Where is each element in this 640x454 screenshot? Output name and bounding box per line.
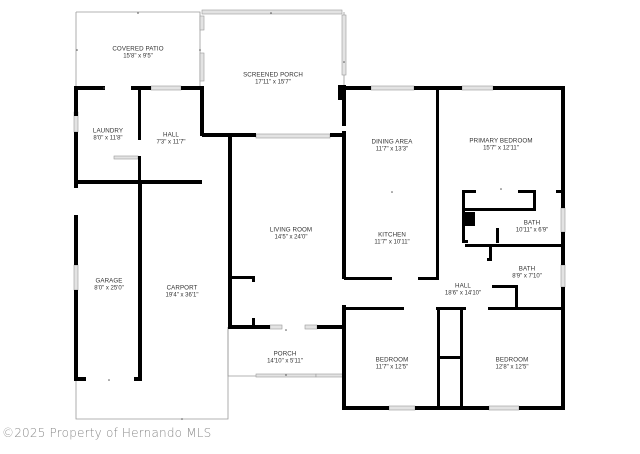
room-name: GARAGE <box>95 277 123 285</box>
room-dimensions: 11'7" x 10'11" <box>374 239 410 246</box>
room-label-dining-area: DINING AREA 11'7" x 13'3" <box>372 138 413 153</box>
room-label-porch: PORCH 14'10" x 5'11" <box>267 350 303 365</box>
room-name: PORCH <box>273 350 297 358</box>
room-dimensions: 8'0" x 11'8" <box>93 135 123 142</box>
room-dimensions: 11'7" x 13'3" <box>375 146 409 153</box>
room-dimensions: 17'11" x 15'7" <box>255 79 291 86</box>
room-dimensions: 19'4" x 36'1" <box>165 292 199 299</box>
room-dimensions: 10'11" x 6'9" <box>515 227 549 234</box>
room-name: DINING AREA <box>371 138 413 146</box>
room-dimensions: 7'3" x 11'7" <box>156 139 186 146</box>
room-dimensions: 12'8" x 12'5" <box>495 364 529 371</box>
measurement-dots <box>76 12 502 420</box>
room-label-covered-patio: COVERED PATIO 15'8" x 9'5" <box>112 45 163 60</box>
room-name: LAUNDRY <box>92 127 124 135</box>
room-name: HALL <box>455 282 471 290</box>
room-dimensions: 8'9" x 7'10" <box>512 273 542 280</box>
room-name: BEDROOM <box>495 356 529 364</box>
room-dimensions: 15'7" x 12'11" <box>483 145 519 152</box>
room-label-bedroom-2: BEDROOM 12'8" x 12'5" <box>496 356 529 371</box>
room-name: SCREENED PORCH <box>243 71 303 79</box>
room-label-living-room: LIVING ROOM 14'5" x 24'0" <box>270 226 312 241</box>
thin-outlines <box>75 11 345 420</box>
room-name: KITCHEN <box>378 231 406 239</box>
room-label-carport: CARPORT 19'4" x 36'1" <box>166 284 199 299</box>
room-name: BATH <box>523 219 541 227</box>
room-dimensions: 14'10" x 5'11" <box>267 358 303 365</box>
room-name: PRIMARY BEDROOM <box>469 137 533 145</box>
room-dimensions: 11'7" x 12'5" <box>375 364 409 371</box>
room-dimensions: 14'5" x 24'0" <box>274 234 308 241</box>
room-label-laundry: LAUNDRY 8'0" x 11'8" <box>93 127 123 142</box>
room-label-primary-bedroom: PRIMARY BEDROOM 15'7" x 12'11" <box>469 137 532 152</box>
room-label-kitchen: KITCHEN 11'7" x 10'11" <box>374 231 409 246</box>
room-label-hall-east: HALL 18'6" x 14'10" <box>445 282 481 297</box>
room-dimensions: 8'0" x 25'0" <box>94 285 124 292</box>
room-label-garage: GARAGE 8'0" x 25'0" <box>94 277 124 292</box>
room-name: BATH <box>518 265 536 273</box>
room-name: CARPORT <box>166 284 198 292</box>
room-name: BEDROOM <box>375 356 409 364</box>
room-label-bath-primary: BATH 10'11" x 6'9" <box>516 219 548 234</box>
copyright-watermark: ©2025 Property of Hernando MLS <box>2 426 212 440</box>
room-name: LIVING ROOM <box>269 226 313 234</box>
room-label-hall-west: HALL 7'3" x 11'7" <box>156 131 185 146</box>
room-dimensions: 15'8" x 9'5" <box>123 53 153 60</box>
room-name: HALL <box>163 131 179 139</box>
room-label-screened-porch: SCREENED PORCH 17'11" x 15'7" <box>243 71 303 86</box>
room-label-bedroom-1: BEDROOM 11'7" x 12'5" <box>376 356 409 371</box>
room-label-bath-hall: BATH 8'9" x 7'10" <box>512 265 542 280</box>
room-dimensions: 18'6" x 14'10" <box>444 290 482 297</box>
walls <box>74 85 565 410</box>
room-name: COVERED PATIO <box>112 45 164 53</box>
